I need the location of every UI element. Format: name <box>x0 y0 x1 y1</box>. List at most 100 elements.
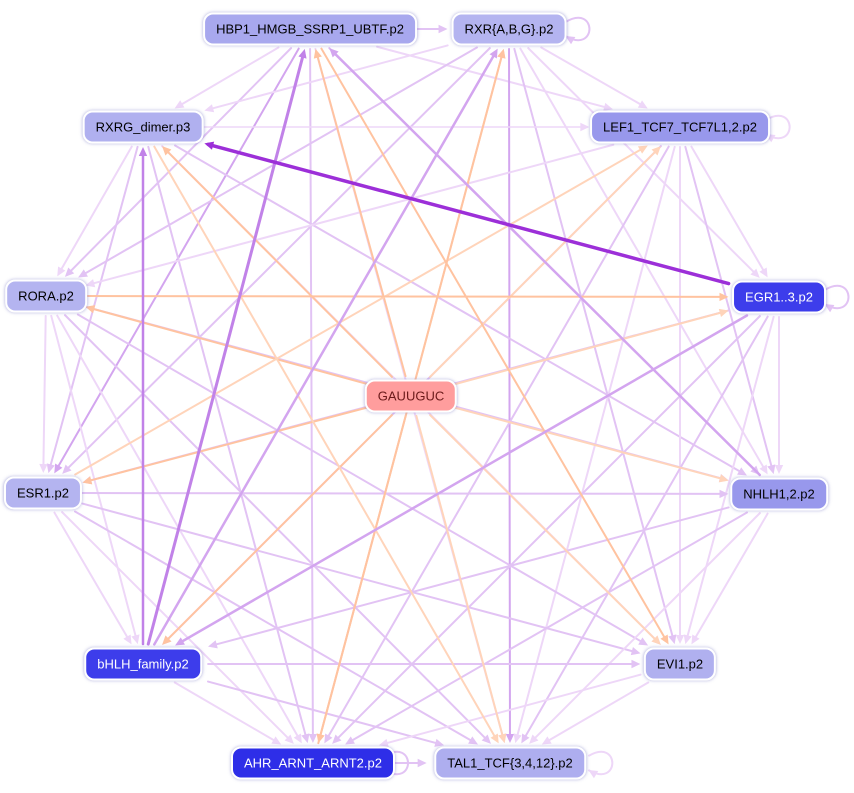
edge-arrowhead <box>637 145 648 154</box>
edge-arrowhead <box>668 634 677 645</box>
graph-edge <box>206 680 442 746</box>
edge-arrowhead <box>737 467 747 476</box>
edge-arrowhead <box>204 104 215 113</box>
self-loop-edge <box>765 114 791 140</box>
edge-arrowhead <box>62 464 72 474</box>
edge-arrowhead <box>174 100 185 109</box>
graph-edge <box>58 145 133 274</box>
graph-edge <box>88 143 615 286</box>
edge-arrowhead <box>774 465 784 474</box>
edge-arrowhead <box>719 489 729 499</box>
graph-node-hbp1[interactable]: HBP1_HMGB_SSRP1_UBTF.p2 <box>203 12 417 46</box>
edge-arrowhead <box>57 266 66 277</box>
graph-node-tal1[interactable]: TAL1_TCF{3,4,12}.p2 <box>434 746 586 780</box>
edge-arrowhead <box>565 36 576 45</box>
edge-arrowhead <box>324 733 333 744</box>
edge-arrowhead <box>521 733 530 744</box>
graph-edge <box>64 47 491 473</box>
graph-node-evi1[interactable]: EVI1.p2 <box>643 647 717 681</box>
graph-edge <box>80 46 478 277</box>
edge-arrowhead <box>54 463 63 474</box>
graph-edge <box>376 45 611 110</box>
graph-edge <box>76 313 646 645</box>
graph-edge <box>153 50 497 646</box>
graph-edge <box>66 47 293 276</box>
graph-edge <box>522 315 769 741</box>
edge-arrowhead <box>498 733 507 744</box>
edge-arrowhead <box>719 292 729 302</box>
graph-edge <box>449 310 726 387</box>
edge-arrowhead <box>767 464 776 475</box>
graph-edge <box>153 145 498 741</box>
graph-edge <box>42 314 47 471</box>
graph-edge <box>207 44 449 111</box>
graph-node-bhlh[interactable]: bHLH_family.p2 <box>84 647 202 681</box>
edge-arrowhead <box>824 304 835 313</box>
graph-node-nhlh[interactable]: NHLH1,2.p2 <box>730 477 828 511</box>
graph-node-egr1[interactable]: EGR1..3.p2 <box>732 280 826 314</box>
edge-arrowhead <box>497 48 506 59</box>
graph-edge <box>320 47 668 642</box>
graph-node-rxrg[interactable]: RXRG_dimer.p3 <box>82 110 204 144</box>
edge-arrowhead <box>313 48 322 59</box>
graph-edge <box>325 145 670 741</box>
edge-arrowhead <box>588 770 599 779</box>
graph-edge <box>347 511 748 744</box>
edge-arrowhead <box>513 733 522 744</box>
edge-arrowhead <box>529 734 539 744</box>
self-loop-edge <box>564 16 591 42</box>
edge-arrowhead <box>301 733 310 744</box>
graph-node-lef1[interactable]: LEF1_TCF7_TCF7L1,2.p2 <box>590 110 770 144</box>
edge-arrowhead <box>82 476 93 485</box>
graph-edge <box>206 142 731 286</box>
graph-edge <box>53 511 131 642</box>
edge-arrowhead <box>651 146 661 156</box>
graph-node-ahr[interactable]: AHR_ARNT_ARNT2.p2 <box>231 746 395 780</box>
graph-edge <box>61 511 293 743</box>
edge-arrowhead <box>85 305 96 314</box>
graph-edge <box>177 314 749 645</box>
edge-arrowhead <box>271 736 282 745</box>
graph-edge <box>684 145 774 472</box>
graph-edge <box>177 46 280 108</box>
edge-arrowhead <box>345 736 355 745</box>
graph-edge <box>527 47 758 277</box>
edge-arrowhead <box>417 758 427 768</box>
graph-edge <box>449 405 726 481</box>
graph-edge <box>85 405 373 483</box>
edge-arrowhead <box>329 48 339 58</box>
graph-edge <box>333 315 761 743</box>
edge-arrowhead <box>675 635 685 644</box>
graph-edge <box>544 681 650 744</box>
edge-arrowhead <box>131 634 140 645</box>
edge-arrowhead <box>64 267 75 277</box>
edge-arrowhead <box>78 269 88 278</box>
graph-edge <box>685 315 775 642</box>
edge-arrowhead <box>434 738 445 747</box>
graph-node-esr1[interactable]: ESR1.p2 <box>3 476 83 510</box>
graph-edge <box>415 414 505 741</box>
graph-edge <box>88 306 373 387</box>
graph-edge <box>513 47 675 642</box>
edge-arrowhead <box>298 48 307 59</box>
graph-edge <box>74 146 646 476</box>
graph-edge <box>163 414 393 644</box>
graph-edge <box>540 46 646 108</box>
edge-arrowhead <box>46 463 55 474</box>
edge-arrowhead <box>718 474 729 483</box>
graph-edge <box>74 510 476 744</box>
graph-node-gau[interactable]: GAUUGUC <box>364 379 458 413</box>
edge-arrowhead <box>490 733 499 744</box>
graph-edge <box>690 145 767 275</box>
graph-edge <box>508 47 511 740</box>
graph-node-rxr[interactable]: RXR{A,B,G}.p2 <box>451 12 567 46</box>
edge-arrowhead <box>505 733 515 743</box>
edge-arrowhead <box>162 635 172 645</box>
graph-node-rora[interactable]: RORA.p2 <box>5 279 87 313</box>
edge-arrowhead <box>468 736 478 745</box>
edge-arrowhead <box>750 268 760 278</box>
edge-arrowhead <box>204 141 215 150</box>
edge-arrowhead <box>489 48 498 59</box>
